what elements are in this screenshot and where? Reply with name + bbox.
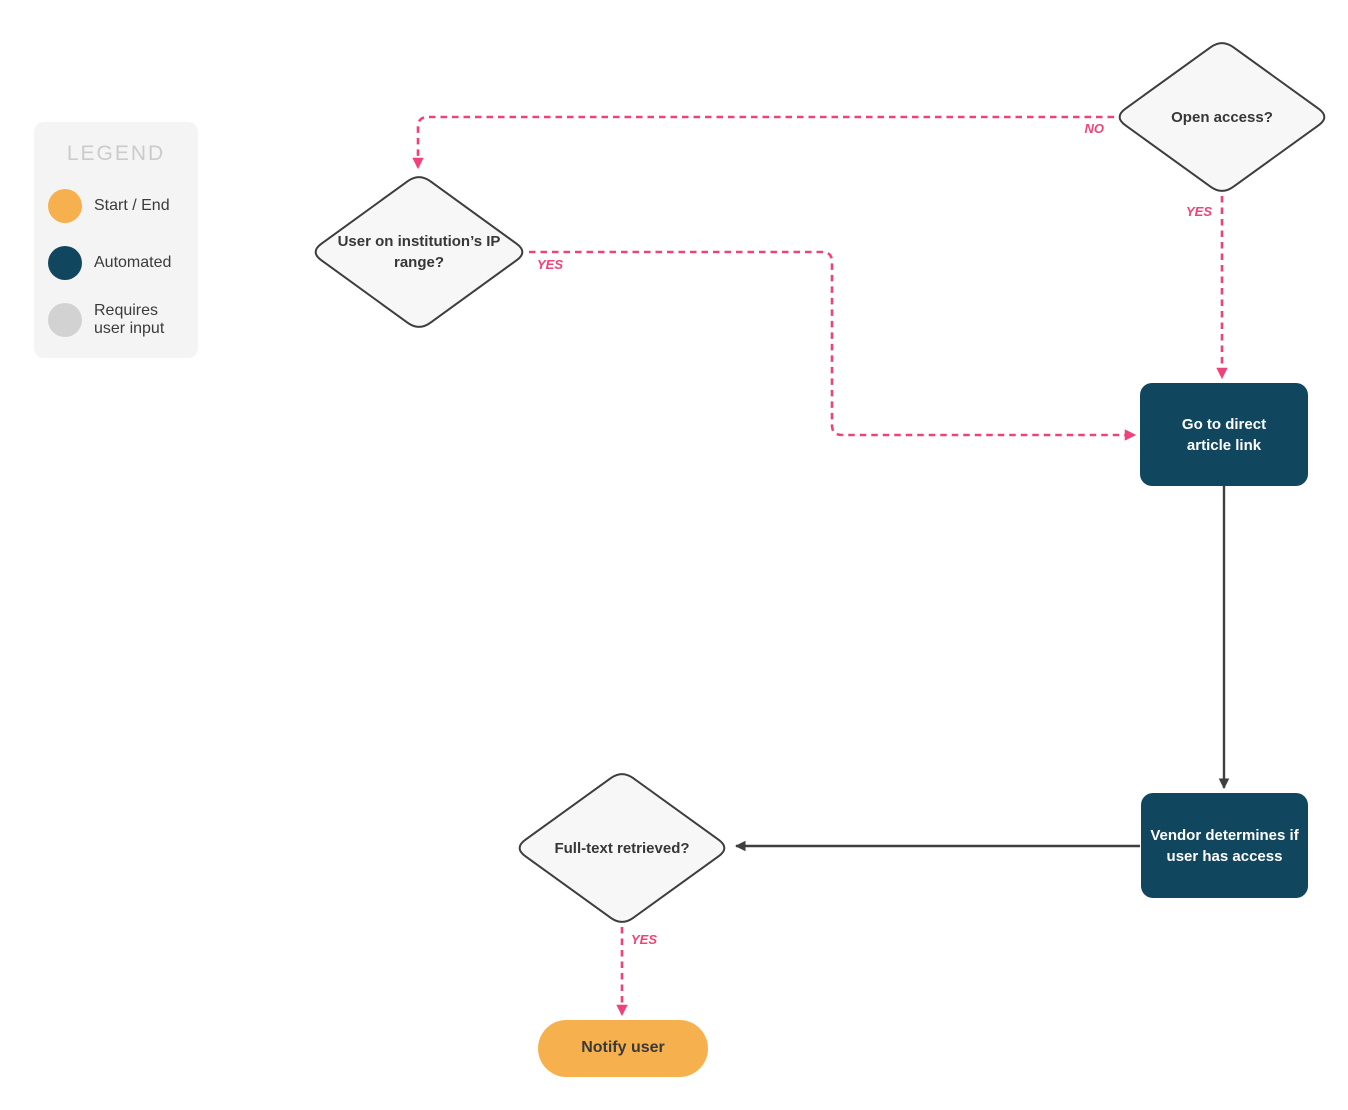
legend-item-start-end: Start / End [48,189,170,223]
legend: LEGEND Start / End Automated Requires us… [34,122,198,358]
rect-direct-link [1140,383,1308,486]
start-end-dot-icon [48,189,82,223]
legend-title: LEGEND [66,142,166,165]
automated-dot-icon [48,246,82,280]
legend-item-automated: Automated [48,246,171,280]
diamond-open-access [1118,42,1326,192]
requires-user-input-dot-icon [48,303,82,337]
legend-item-label: Automated [94,253,172,271]
rect-vendor-access [1141,793,1308,898]
edge-ip-range-yes [529,250,1137,441]
legend-item-label: Start / End [94,196,170,214]
legend-item-label: Requires user input [94,301,165,337]
edge-open-access-no [412,115,1114,170]
pill-notify-user [538,1020,708,1077]
diamond-fulltext [518,773,726,923]
diamond-ip-range [314,176,524,328]
legend-item-requires-user-input: Requires user input [48,301,186,337]
